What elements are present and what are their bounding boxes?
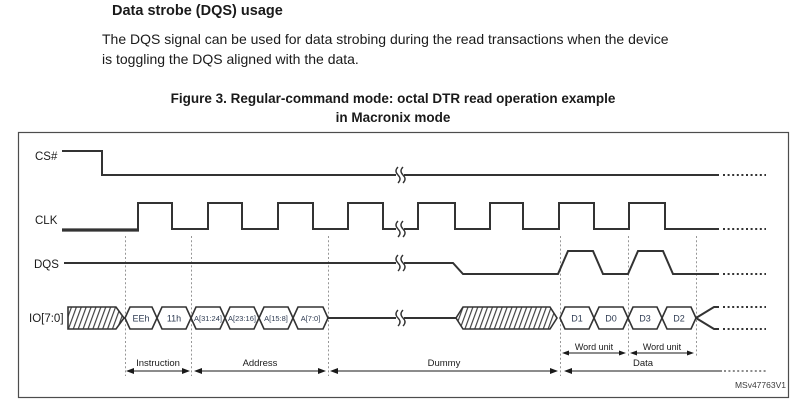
figure-caption-line-1: Figure 3. Regular-command mode: octal DT… [170,91,616,106]
word-unit-annotation-2: Word unit [630,342,694,356]
io-cell-label: D0 [605,314,617,324]
signal-label-io: IO[7:0] [29,313,64,325]
instruction-annotation: Instruction [126,358,190,374]
io-cell-label: D2 [673,314,685,324]
break-marks-icon [395,166,406,327]
word-unit-label: Word unit [575,342,614,352]
guide-lines [125,236,697,376]
io-undefined-segment-mid [455,306,558,330]
io-cell-label: EEh [132,314,149,324]
waveform-clk [62,202,766,232]
instruction-label: Instruction [136,358,180,369]
io-undefined-segment-left [67,306,125,330]
data-annotation: Data [564,358,768,374]
signal-label-clk: CLK [35,215,58,227]
word-unit-annotation-1: Word unit [562,342,626,356]
section-heading: Data strobe (DQS) usage [112,3,283,19]
address-annotation: Address [194,358,326,374]
figure-caption: Figure 3. Regular-command mode: octal DT… [0,90,786,127]
waveform-dqs [64,250,766,275]
signal-label-dqs: DQS [34,259,59,271]
dummy-label: Dummy [428,358,461,369]
io-cell-label: A[23:16] [228,314,256,323]
word-unit-label: Word unit [643,342,682,352]
waveform-io: EEh 11h A[31:24] A[23:16] A[15:8] A[7:0]… [67,306,766,330]
io-cell-label: D3 [639,314,651,324]
figure-frame [17,131,790,399]
body-line-2: is toggling the DQS aligned with the dat… [102,51,359,67]
signal-label-cs: CS# [35,151,58,163]
dummy-annotation: Dummy [330,358,558,374]
io-cell-label: 11h [167,314,181,324]
address-label: Address [243,358,278,369]
io-cell-label: A[31:24] [194,314,222,323]
figure-caption-line-2: in Macronix mode [335,109,451,125]
io-cell-label: D1 [571,314,583,324]
io-cell-label: A[7:0] [301,314,321,323]
waveform-cs [62,150,766,176]
body-line-1: The DQS signal can be used for data stro… [102,31,669,47]
body-paragraph: The DQS signal can be used for data stro… [102,29,669,69]
io-cell-label: A[15:8] [264,314,288,323]
watermark-text: MSv47763V1 [735,380,786,390]
data-label: Data [633,358,654,369]
